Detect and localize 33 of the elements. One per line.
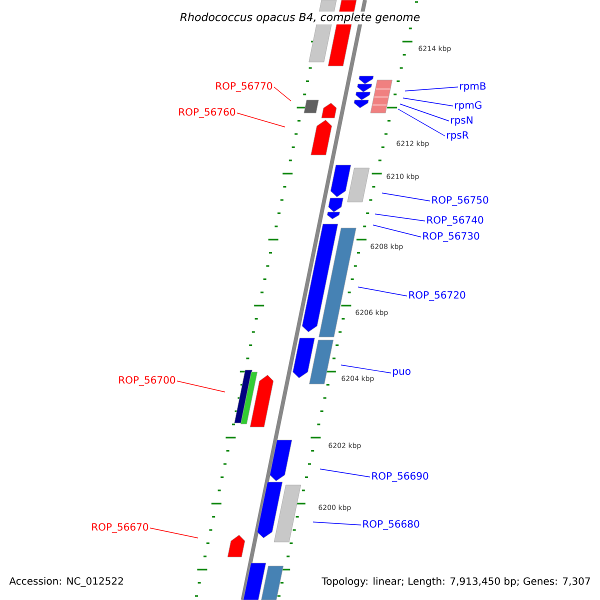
gene-label: ROP_56690: [372, 472, 428, 482]
gene-label: ROP_56700: [119, 376, 176, 386]
leader-line: [274, 86, 292, 102]
leader-line: [176, 380, 226, 392]
gene-label: ROP_56750: [432, 196, 488, 206]
genome-info-text: Topology: linear; Length: 7,913,450 bp; Genes: 7,307: [322, 577, 590, 587]
gene-label: ROP_56760: [179, 108, 236, 118]
leader-line: [398, 108, 446, 136]
gene-label: puo: [393, 369, 410, 377]
gene-label: ROP_56670: [92, 523, 148, 533]
leader-line: [404, 86, 458, 92]
leader-line: [150, 528, 198, 538]
gene-label: ROP_56740: [427, 216, 484, 226]
leader-line: [382, 192, 430, 202]
leader-line: [402, 98, 454, 106]
leader-line: [340, 364, 392, 374]
accession-text: Accession: NC_012522: [9, 577, 123, 587]
gene-label: ROP_56770: [216, 82, 272, 92]
gene-label: rpmG: [455, 101, 482, 111]
title: Rhodococcus opacus B4, complete genome: [178, 12, 422, 24]
leader-line: [400, 104, 450, 122]
gene-label: rpsN: [451, 116, 472, 126]
leader-line: [236, 112, 286, 128]
gene-label: rpsR: [447, 131, 469, 141]
leader-line: [374, 214, 426, 222]
leader-line: [320, 468, 370, 478]
leader-line: [372, 224, 422, 238]
leader-line: [358, 286, 408, 296]
gene-label: ROP_56680: [363, 520, 420, 530]
gene-label: rpmB: [460, 82, 486, 92]
gene-label: ROP_56720: [409, 291, 466, 301]
gene-label: ROP_56730: [423, 232, 480, 242]
leader-line: [312, 522, 362, 526]
